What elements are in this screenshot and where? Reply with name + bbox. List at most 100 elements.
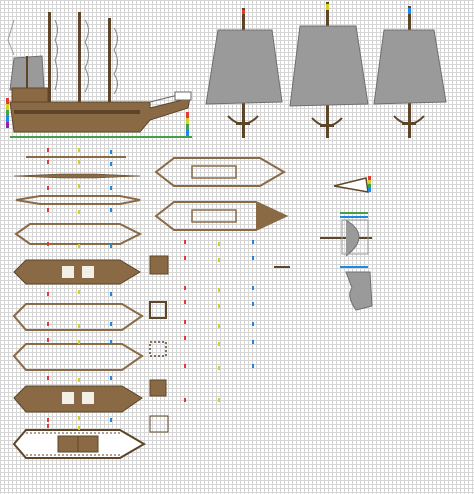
marker — [186, 118, 189, 124]
front-sail-shape — [205, 29, 283, 105]
bow-sail — [174, 91, 192, 101]
reference-marker — [252, 286, 254, 290]
hull-layer-7 — [12, 343, 144, 371]
reference-marker — [78, 210, 80, 214]
hull-side — [9, 97, 191, 133]
hatch — [62, 392, 74, 404]
reference-marker — [218, 242, 220, 246]
hatch — [82, 266, 94, 278]
hull-layer-plans — [12, 156, 146, 459]
marker-bar — [340, 266, 368, 268]
cabin-block-1 — [149, 255, 169, 275]
reference-marker — [78, 340, 80, 344]
reference-marker — [78, 184, 80, 188]
marker — [368, 180, 371, 184]
reference-marker — [110, 322, 112, 326]
marker-bar — [340, 212, 368, 214]
sail-piece-2 — [345, 219, 360, 257]
front-sail-3 — [373, 6, 447, 138]
marker — [6, 110, 9, 116]
reference-marker — [218, 342, 220, 346]
reference-marker — [78, 244, 80, 248]
reference-marker — [110, 244, 112, 248]
reference-marker — [78, 416, 80, 420]
reference-marker — [47, 376, 49, 380]
sail-outline-1 — [54, 19, 58, 91]
reference-marker — [47, 338, 49, 342]
marker — [6, 104, 9, 110]
cabin-block-5 — [149, 415, 169, 433]
reference-marker — [184, 398, 186, 402]
front-sail-beam — [236, 122, 250, 125]
reference-marker — [47, 424, 49, 428]
reference-marker — [47, 148, 49, 152]
reference-marker — [218, 304, 220, 308]
deck-layer-plans — [154, 157, 289, 231]
sail-outline-2 — [84, 19, 89, 93]
reference-marker — [218, 366, 220, 370]
mast-sail-front-views — [205, 2, 447, 138]
mast-2 — [78, 12, 81, 130]
deck-plan-1-inner — [191, 165, 237, 179]
reference-marker — [184, 286, 186, 290]
reference-marker — [47, 160, 49, 164]
reference-marker — [252, 302, 254, 306]
reference-marker — [110, 418, 112, 422]
front-sail-shape — [373, 29, 447, 105]
hatch — [62, 266, 74, 278]
rear-mast — [26, 56, 28, 96]
front-sail-2 — [289, 2, 369, 138]
marker — [368, 184, 371, 188]
deck-plan-2-inner — [191, 209, 237, 223]
marker — [408, 8, 411, 14]
hull-layer-2 — [13, 173, 141, 179]
mast-1 — [48, 12, 51, 130]
reference-marker — [184, 240, 186, 244]
hull-layer-3 — [15, 195, 141, 205]
cabin-block-3 — [149, 341, 167, 357]
reference-marker — [47, 186, 49, 190]
reference-marker-columns — [47, 148, 254, 430]
reference-marker — [110, 340, 112, 344]
sail-detail-pieces — [320, 176, 373, 311]
cabin-blocks — [149, 255, 290, 433]
reference-marker — [184, 300, 186, 304]
deck-plan-1 — [154, 157, 286, 187]
deck-plan-2-bow — [256, 202, 286, 230]
marker — [368, 188, 371, 192]
reference-marker — [252, 256, 254, 260]
front-sail-1 — [205, 8, 283, 138]
hull-stripe — [14, 110, 140, 114]
reference-marker — [252, 340, 254, 344]
reference-marker — [218, 398, 220, 402]
reference-marker — [110, 208, 112, 212]
reference-marker — [78, 160, 80, 164]
waterline — [10, 136, 192, 138]
sail-piece-1 — [333, 177, 369, 193]
beam-piece — [274, 266, 290, 268]
reference-marker — [218, 324, 220, 328]
stern-castle — [11, 87, 49, 103]
hull-layer-4 — [14, 223, 143, 245]
reference-marker — [47, 242, 49, 246]
front-sail-beam — [402, 122, 416, 125]
hull-layer-5 — [13, 259, 141, 285]
marker — [186, 124, 189, 130]
marker — [6, 122, 9, 128]
reference-marker — [78, 378, 80, 382]
reference-marker — [218, 288, 220, 292]
sail-piece-2-frame — [341, 219, 369, 255]
reference-marker — [47, 292, 49, 296]
mast-3 — [108, 18, 111, 130]
rigging-line — [7, 19, 15, 56]
reference-marker — [78, 426, 80, 430]
reference-marker — [218, 258, 220, 262]
hull-layer-8 — [13, 385, 143, 413]
reference-marker — [110, 150, 112, 154]
marker-bar — [340, 216, 368, 218]
marker — [326, 4, 329, 10]
reference-marker — [184, 256, 186, 260]
reference-marker — [110, 376, 112, 380]
reference-marker — [184, 336, 186, 340]
